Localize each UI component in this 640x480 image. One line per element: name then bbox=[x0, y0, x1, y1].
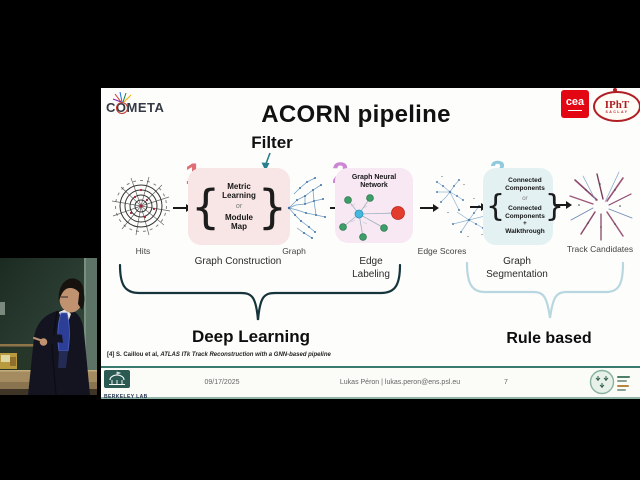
ipht-saclay-logo: IPhT SACLAY bbox=[593, 91, 640, 122]
ens-physics-dept-logo bbox=[589, 369, 639, 397]
ipht-wordmark: IPhT bbox=[604, 98, 630, 111]
flow-arrow-4 bbox=[470, 203, 487, 211]
stage3-caption: Graph Segmentation bbox=[486, 256, 548, 280]
stage2-caption: Edge Labeling bbox=[352, 256, 390, 280]
close-brace: } bbox=[257, 179, 287, 234]
citation-title: ATLAS ITk Track Reconstruction with a GN… bbox=[160, 352, 331, 358]
lecture-hall-scene bbox=[0, 258, 97, 395]
cometa-burst-icon bbox=[112, 91, 132, 102]
filter-arrow-icon bbox=[261, 152, 271, 171]
deep-learning-brace bbox=[118, 263, 402, 321]
citation: [4] S. Caillou et al, ATLAS ITk Track Re… bbox=[107, 352, 331, 358]
open-brace: { bbox=[191, 179, 221, 234]
cometa-logo: COMETA bbox=[106, 91, 176, 119]
close-brace: } bbox=[544, 188, 564, 224]
open-brace: { bbox=[486, 188, 506, 224]
footer-date: 09/17/2025 bbox=[204, 379, 240, 386]
ipht-pin-icon bbox=[613, 88, 617, 92]
stage3-option-top: Connected Components bbox=[505, 177, 545, 192]
berkeley-lab-logo: BERKELEY LAB bbox=[104, 370, 164, 399]
rule-based-brace bbox=[465, 261, 625, 319]
stage2-box bbox=[335, 168, 413, 243]
pointing-hand bbox=[33, 337, 44, 342]
track-candidates-label: Track Candidates bbox=[566, 244, 634, 254]
ipht-saclay-label: SACLAY bbox=[605, 109, 629, 114]
stage3-option-bottom: Connected Components + Walkthrough bbox=[505, 204, 545, 236]
flow-arrow-3 bbox=[420, 204, 439, 212]
cometa-ring-icon bbox=[116, 102, 128, 114]
stage1-box: { Metric Learning or Module Map } bbox=[188, 168, 290, 245]
graph-label: Graph bbox=[282, 246, 306, 256]
slide-footer: BERKELEY LAB 09/17/2025 Lukas Péron | lu… bbox=[101, 366, 640, 399]
stage1-option-bottom: Module Map bbox=[225, 213, 253, 232]
speaker-figure bbox=[28, 278, 90, 395]
speaker-head bbox=[59, 285, 83, 313]
hits-label: Hits bbox=[135, 246, 151, 256]
ens-emblem-icon bbox=[589, 369, 615, 395]
stage1-option-top: Metric Learning bbox=[222, 181, 256, 200]
cometa-wordmark: COMETA bbox=[106, 100, 165, 115]
stage1-caption: Graph Construction bbox=[194, 256, 282, 267]
edge-scores-icon bbox=[436, 176, 486, 237]
graph-icon bbox=[287, 177, 326, 239]
footer-page-number: 7 bbox=[504, 379, 508, 386]
group-braces bbox=[118, 261, 625, 321]
cea-logo: cea bbox=[561, 90, 589, 118]
footer-author: Lukas Péron | lukas.peron@ens.psl.eu bbox=[339, 379, 461, 386]
presentation-slide: COMETA cea IPhT SACLAY ACORN pipeline Fi… bbox=[101, 88, 640, 399]
hits-icon bbox=[111, 176, 171, 236]
cea-wordmark: cea bbox=[565, 96, 585, 108]
stage2-title: Graph Neural Network bbox=[351, 174, 397, 190]
stage1-or: or bbox=[235, 203, 243, 210]
gnn-diagram-icon bbox=[339, 194, 405, 241]
deep-learning-label: Deep Learning bbox=[191, 327, 311, 346]
flow-arrow-1 bbox=[173, 204, 192, 212]
citation-authors: [4] S. Caillou et al, bbox=[107, 352, 161, 358]
blue-scarf bbox=[57, 312, 70, 352]
speaker-arm bbox=[42, 334, 63, 350]
berkeley-lab-icon bbox=[104, 370, 130, 388]
track-candidates-icon bbox=[569, 171, 633, 241]
rule-based-label: Rule based bbox=[506, 330, 592, 347]
stage3-box: { Connected Components or Connected Comp… bbox=[483, 168, 564, 245]
slide-title: ACORN pipeline bbox=[261, 101, 451, 128]
filter-label: Filter bbox=[251, 133, 293, 152]
speaker-webcam bbox=[0, 258, 97, 395]
berkeley-lab-name: BERKELEY LAB bbox=[104, 394, 148, 399]
flow-arrow-5 bbox=[555, 201, 572, 209]
edge-scores-label: Edge Scores bbox=[417, 246, 467, 256]
stage3-or: or bbox=[522, 195, 528, 202]
